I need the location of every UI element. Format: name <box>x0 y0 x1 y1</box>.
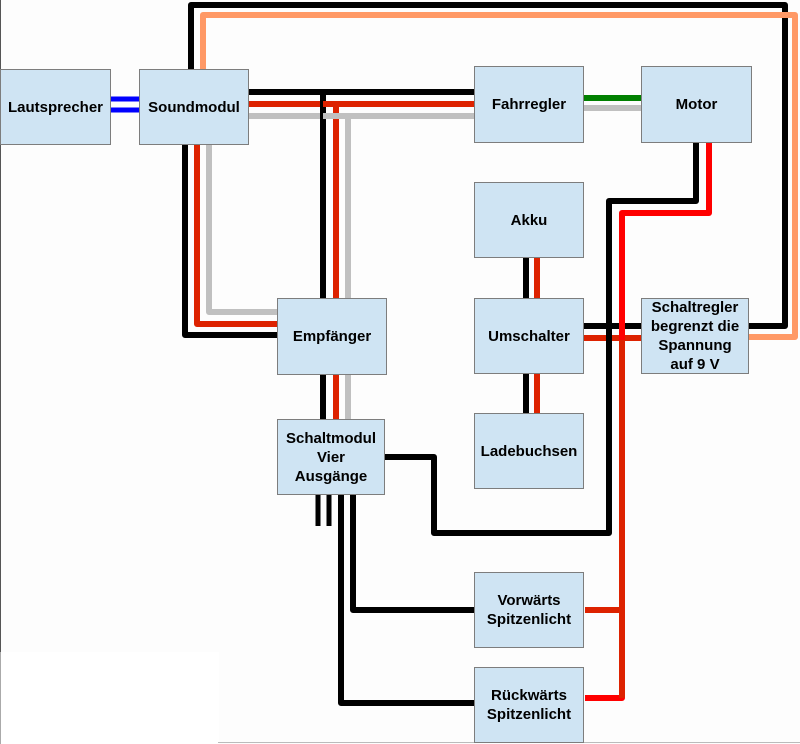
component-umschalter: Umschalter <box>474 298 584 374</box>
left-border-line <box>0 0 1 652</box>
component-schaltregler: Schaltregler begrenzt die Spannung auf 9… <box>641 298 749 374</box>
component-rueckwaerts-spitzenlicht: Rückwärts Spitzenlicht <box>474 667 584 743</box>
component-fahrregler: Fahrregler <box>474 66 584 143</box>
component-soundmodul: Soundmodul <box>139 69 249 145</box>
component-lautsprecher: Lautsprecher <box>0 69 111 145</box>
wire-branch-gray <box>323 113 351 298</box>
wire-motor-black <box>384 143 699 536</box>
component-empfaenger: Empfänger <box>277 298 387 375</box>
wire-schalt-rueck-black <box>338 494 475 706</box>
component-motor: Motor <box>641 66 752 143</box>
component-ladebuchsen: Ladebuchsen <box>474 413 584 489</box>
component-akku: Akku <box>474 182 584 258</box>
component-schaltmodul: Schaltmodul Vier Ausgänge <box>277 419 385 495</box>
bottom-left-blank-area <box>0 652 219 744</box>
wire-schalt-vor-black <box>350 494 475 613</box>
wire-branch-red <box>323 101 339 298</box>
wire-sound-empf-red <box>194 145 278 327</box>
component-vorwaerts-spitzenlicht: Vorwärts Spitzenlicht <box>474 572 584 648</box>
wire-sound-empf-black <box>182 145 278 338</box>
wire-top-orange <box>200 12 798 340</box>
wire-motor-red <box>585 143 712 701</box>
wire-top-black <box>188 2 788 329</box>
wire-sound-empf-gray <box>206 145 278 315</box>
